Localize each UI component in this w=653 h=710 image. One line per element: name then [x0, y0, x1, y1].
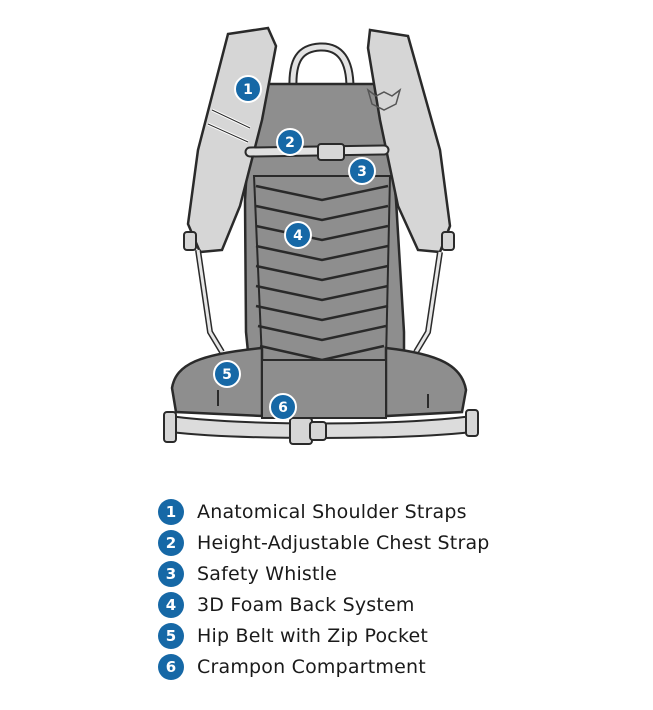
svg-text:5: 5 [222, 367, 232, 383]
legend-item: 6 Crampon Compartment [158, 651, 490, 682]
feature-legend: 1 Anatomical Shoulder Straps 2 Height-Ad… [158, 496, 490, 682]
legend-badge: 5 [158, 622, 184, 649]
marker-4: 4 [284, 221, 312, 249]
marker-1: 1 [234, 75, 262, 103]
legend-badge: 3 [158, 560, 184, 587]
back-foam-panel [252, 175, 392, 361]
svg-text:2: 2 [285, 135, 295, 151]
legend-badge: 1 [158, 498, 184, 525]
brand-logo-icon [366, 88, 402, 111]
legend-label: Hip Belt with Zip Pocket [197, 624, 429, 647]
legend-item: 4 3D Foam Back System [158, 589, 490, 620]
marker-2: 2 [276, 128, 304, 156]
legend-item: 1 Anatomical Shoulder Straps [158, 496, 490, 527]
marker-3: 3 [348, 157, 376, 185]
svg-text:3: 3 [357, 164, 367, 180]
svg-text:4: 4 [293, 228, 303, 244]
legend-item: 5 Hip Belt with Zip Pocket [158, 620, 490, 651]
legend-label: Anatomical Shoulder Straps [197, 500, 467, 523]
right-shoulder-strap [366, 28, 452, 254]
legend-label: 3D Foam Back System [197, 593, 415, 616]
legend-badge: 4 [158, 591, 184, 618]
backpack-diagram: 1 2 3 4 5 6 [163, 26, 479, 445]
hip-belt-right [384, 346, 468, 418]
legend-item: 3 Safety Whistle [158, 558, 490, 589]
legend-label: Safety Whistle [197, 562, 338, 585]
marker-6: 6 [269, 393, 297, 421]
marker-5: 5 [213, 360, 241, 388]
legend-label: Crampon Compartment [197, 655, 426, 678]
svg-text:1: 1 [243, 82, 253, 98]
legend-badge: 2 [158, 529, 184, 556]
legend-label: Height-Adjustable Chest Strap [197, 531, 490, 554]
legend-item: 2 Height-Adjustable Chest Strap [158, 527, 490, 558]
legend-badge: 6 [158, 653, 184, 680]
svg-text:6: 6 [278, 400, 288, 416]
foam-ridges [255, 184, 389, 362]
